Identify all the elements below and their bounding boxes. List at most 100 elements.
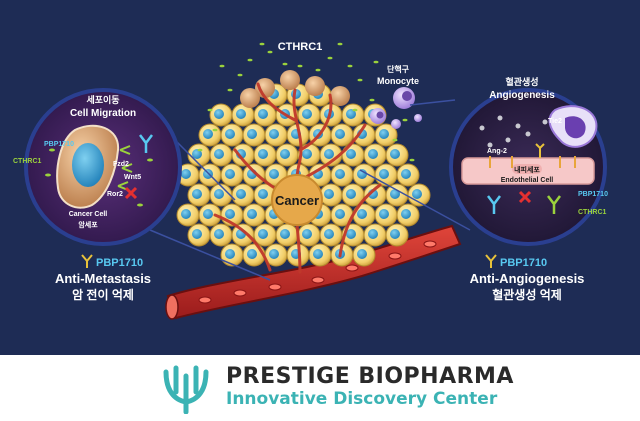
tumor-cell-nucleus: [401, 209, 411, 219]
left-caption-drug: PBP1710: [96, 257, 143, 269]
tumor-cell-nucleus: [214, 189, 224, 199]
tumor-cell-nucleus: [379, 209, 389, 219]
brand-tagline: Innovative Discovery Center: [226, 389, 498, 409]
blood-vessel-opening: [165, 294, 179, 320]
inhibit-x-right: [518, 190, 532, 204]
tumor-cell-nucleus: [214, 149, 224, 159]
tumor-cell-nucleus: [390, 229, 400, 239]
tumor-cell-nucleus: [412, 189, 422, 199]
cancer-core: [271, 174, 323, 226]
tumor-cell-nucleus: [357, 169, 367, 179]
cthrc1-particle: [247, 58, 253, 62]
wnt5-label: Wnt5: [124, 174, 141, 181]
tumor-cell-nucleus: [236, 189, 246, 199]
endothelial-label-kr: 내피세포: [514, 165, 540, 174]
right-caption-subtitle: 혈관생성 억제: [492, 287, 562, 302]
tumor-cell-nucleus: [368, 149, 378, 159]
tumor-cell-nucleus: [280, 229, 290, 239]
monocyte-label-en: Monocyte: [377, 76, 419, 86]
right-pbp1710-label: PBP1710: [578, 191, 608, 198]
tumor-cell-nucleus: [247, 209, 257, 219]
tumor-cell-nucleus: [302, 109, 312, 119]
ror2-label: Ror2: [107, 191, 123, 198]
cthrc1-particle: [212, 128, 218, 132]
tumor-cell-nucleus: [357, 209, 367, 219]
tie2-label: Tie2: [548, 118, 562, 125]
cthrc1-particle: [409, 158, 415, 162]
tumor-cell-nucleus: [357, 249, 367, 259]
tumor-cell: [305, 76, 325, 96]
tumor-cell-nucleus: [313, 249, 323, 259]
tumor-cell-nucleus: [258, 109, 268, 119]
tumor-cell-nucleus: [214, 229, 224, 239]
tumor-cell-nucleus: [390, 189, 400, 199]
fzd2-label: Fzd2: [113, 161, 129, 168]
tumor-cell: [255, 78, 275, 98]
cthrc1-particle: [267, 50, 273, 54]
tumor-cell-nucleus: [236, 109, 246, 119]
tumor-cell-nucleus: [335, 169, 345, 179]
tumor-cell-nucleus: [269, 249, 279, 259]
angiogenesis-panel: [449, 88, 607, 246]
cancer-cell-label-en: Cancer Cell: [69, 211, 108, 218]
tumor-cell-nucleus: [335, 129, 345, 139]
tumor-cell-nucleus: [225, 209, 235, 219]
tumor-cell-nucleus: [258, 149, 268, 159]
cthrc1-particle: [227, 88, 233, 92]
ang2-particles: [479, 115, 548, 148]
cthrc1-particle: [327, 56, 333, 60]
monocyte-label-kr: 단핵구: [387, 64, 410, 74]
prestige-logo-icon: [163, 365, 209, 414]
tumor-cell-nucleus: [203, 209, 213, 219]
diagram-canvas: Cancer CTHRC1 단핵구 Monocyte: [0, 0, 640, 355]
brand-name: PRESTIGE BIOPHARMA: [226, 364, 514, 389]
top-cthrc1-label: CTHRC1: [278, 41, 323, 53]
right-caption-drug: PBP1710: [500, 257, 547, 269]
left-cthrc1-label: CTHRC1: [13, 158, 41, 165]
cancer-label: Cancer: [275, 193, 319, 208]
tumor-cell-nucleus: [203, 129, 213, 139]
cell-migration-title-kr: 세포이동: [86, 94, 119, 105]
pbp1710-antibody-right-2: [547, 195, 561, 214]
left-caption-subtitle: 암 전이 억제: [72, 287, 134, 302]
tumor-cell: [330, 86, 350, 106]
up-arrows: [489, 156, 576, 168]
tumor-cell-nucleus: [379, 169, 389, 179]
tumor-cell-nucleus: [247, 129, 257, 139]
tumor-cell-nucleus: [192, 149, 202, 159]
cthrc1-particles: [197, 42, 415, 162]
cthrc1-particle: [282, 62, 288, 66]
monocytes: [370, 87, 422, 129]
ang2-label: Ang-2: [487, 148, 507, 155]
cthrc1-particle: [373, 60, 379, 64]
cthrc1-particle: [207, 108, 213, 112]
tumor-cell-nucleus: [346, 189, 356, 199]
angiogenesis-title-en: Angiogenesis: [489, 90, 555, 101]
cthrc1-particle: [369, 98, 375, 102]
right-caption-title: Anti-Angiogenesis: [470, 271, 585, 286]
cthrc1-particle: [337, 42, 343, 46]
cthrc1-particle: [219, 64, 225, 68]
cthrc1-particle: [357, 78, 363, 82]
antibody-icon-left: [81, 254, 93, 268]
tumor-cell-nucleus: [269, 129, 279, 139]
tumor-cell-nucleus: [225, 169, 235, 179]
left-caption-title: Anti-Metastasis: [55, 271, 151, 286]
tumor-cell-nucleus: [247, 249, 257, 259]
cthrc1-particle: [297, 64, 303, 68]
tumor-cell-nucleus: [302, 229, 312, 239]
cthrc1-particle: [259, 42, 265, 46]
green-particles-left: [45, 148, 153, 207]
tumor-cell-nucleus: [324, 149, 334, 159]
cthrc1-particle: [402, 118, 408, 122]
right-cthrc1-label: CTHRC1: [578, 209, 606, 216]
cthrc1-particle: [315, 68, 321, 72]
left-caption: PBP1710 Anti-Metastasis 암 전이 억제: [55, 254, 151, 302]
diagram-svg: Cancer CTHRC1 단핵구 Monocyte: [13, 41, 608, 320]
cancer-cell-label-kr: 암세포: [78, 220, 98, 229]
tumor-cell-nucleus: [346, 149, 356, 159]
pbp1710-antibody-left: [139, 134, 153, 153]
tumor-cell-nucleus: [225, 129, 235, 139]
tumor-cell-nucleus: [258, 189, 268, 199]
